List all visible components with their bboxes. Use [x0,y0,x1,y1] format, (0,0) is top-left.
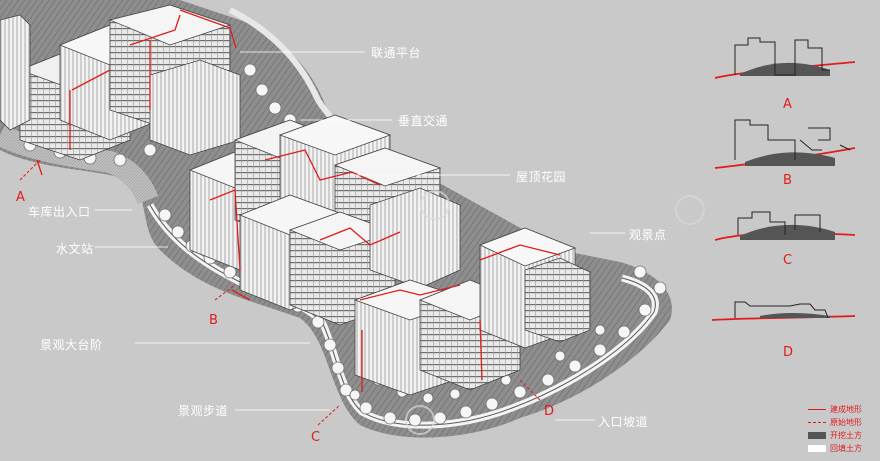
section-d-diagram [711,301,856,321]
section-c-diagram [714,211,856,241]
legend-original: 原始地形 [808,417,878,430]
legend-backfill-text: 回填土方 [830,444,862,453]
label-landscape-walkway: 景观步道 [178,404,229,418]
label-garage-entrance: 车库出入口 [28,205,91,219]
legend: 建成地形 原始地形 开挖土方 回填土方 [808,404,878,456]
section-a-title: A [783,97,792,112]
leader-lines [95,51,625,421]
buildings [0,4,591,396]
section-c-title: C [783,253,793,268]
marker-c: C [311,430,321,445]
section-cut-dashes [19,159,541,426]
marker-a: A [16,190,25,205]
solid-red-line-icon [808,409,826,410]
legend-built-text: 建成地形 [830,405,862,414]
section-a-diagram [714,37,856,79]
marker-b: B [209,313,218,328]
marker-d: D [544,404,555,419]
legend-built: 建成地形 [808,404,878,417]
label-roof-garden: 屋顶花园 [516,170,567,184]
legend-excavation: 开挖土方 [808,430,878,443]
legend-excavation-text: 开挖土方 [830,431,862,440]
label-landscape-terrace: 景观大台阶 [40,338,103,352]
section-diagrams [711,37,856,321]
legend-backfill: 回填土方 [808,443,878,456]
section-lines [36,9,561,392]
label-entrance-ramp: 入口坡道 [598,415,649,429]
section-b-diagram [714,119,856,169]
watermark [405,190,705,435]
label-hydrology-station: 水文站 [56,242,94,256]
dashed-red-line-icon [808,422,826,423]
legend-original-text: 原始地形 [830,418,862,427]
section-d-title: D [783,345,794,360]
dark-fill-icon [808,432,826,439]
white-fill-icon [808,445,826,452]
label-vertical-circulation: 垂直交通 [398,114,449,128]
label-viewpoint: 观景点 [629,228,667,242]
label-platform: 联通平台 [371,46,422,60]
section-b-title: B [783,173,792,188]
